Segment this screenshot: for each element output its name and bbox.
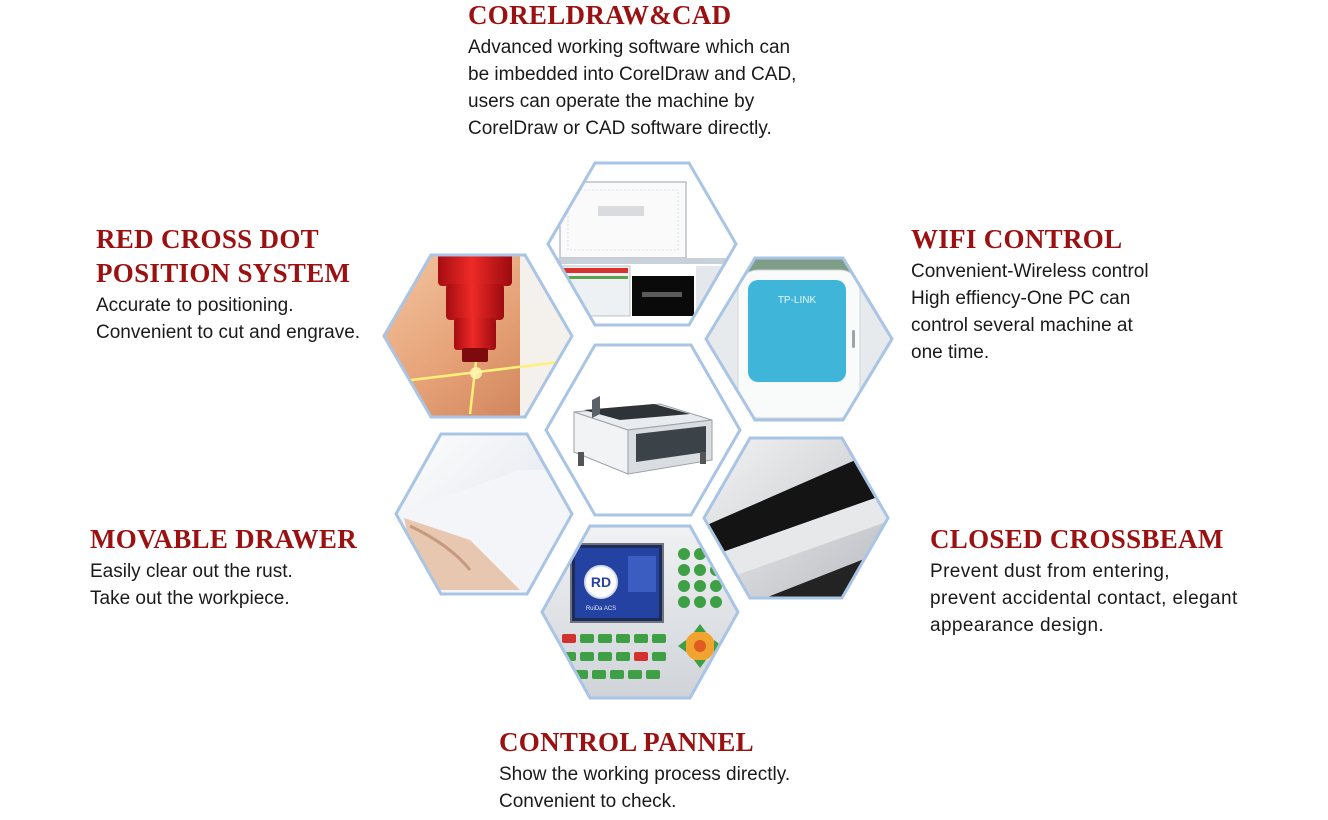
feature-line: prevent accidental contact, elegant: [930, 588, 1238, 609]
laser-machine-image: [544, 343, 742, 517]
feature-line: Convenient to cut and engrave.: [96, 322, 361, 343]
feature-wifi-control: WIFI CONTROL Convenient-Wireless control…: [911, 222, 1149, 366]
feature-title: MOVABLE DRAWER: [90, 524, 357, 554]
feature-line: one time.: [911, 342, 990, 363]
red-laser-head-image: [382, 253, 574, 419]
feature-line: appearance design.: [930, 615, 1105, 636]
feature-title: WIFI CONTROL: [911, 224, 1123, 254]
feature-line: be imbedded into CorelDraw and CAD,: [468, 64, 797, 85]
router-brand-label: TP-LINK: [778, 295, 817, 306]
screen-sub-text: RuiDa ACS: [586, 606, 616, 612]
feature-line: Prevent dust from entering,: [930, 561, 1170, 582]
feature-title-line: RED CROSS DOT: [96, 224, 319, 254]
feature-line: Show the working process directly.: [499, 764, 791, 785]
feature-title: CORELDRAW&CAD: [468, 0, 732, 30]
feature-line: Advanced working software which can: [468, 37, 791, 58]
feature-description: Advanced working software which can be i…: [468, 34, 796, 142]
screen-logo-text: RD: [591, 574, 611, 590]
feature-description: Show the working process directly. Conve…: [499, 761, 790, 815]
feature-title: CONTROL PANNEL: [499, 727, 754, 757]
feature-line: Easily clear out the rust.: [90, 561, 293, 582]
feature-coreldraw-cad: CORELDRAW&CAD Advanced working software …: [468, 0, 796, 142]
feature-description: Accurate to positioning. Convenient to c…: [96, 292, 360, 346]
feature-line: High effiency-One PC can: [911, 288, 1131, 309]
feature-line: Accurate to positioning.: [96, 295, 294, 316]
control-panel-image: RD RuiDa ACS: [540, 524, 740, 700]
wifi-router-image: TP-LINK: [704, 256, 894, 422]
feature-line: Convenient-Wireless control: [911, 261, 1149, 282]
feature-red-cross-dot: RED CROSS DOT POSITION SYSTEM Accurate t…: [96, 222, 360, 346]
closed-crossbeam-image: [702, 436, 890, 600]
feature-description: Prevent dust from entering, prevent acci…: [930, 558, 1238, 639]
movable-drawer-image: [394, 432, 574, 596]
feature-description: Easily clear out the rust. Take out the …: [90, 558, 357, 612]
feature-line: Convenient to check.: [499, 791, 677, 812]
feature-line: control several machine at: [911, 315, 1133, 336]
feature-title: RED CROSS DOT POSITION SYSTEM: [96, 222, 360, 290]
feature-description: Convenient-Wireless control High effienc…: [911, 258, 1149, 366]
feature-line: CorelDraw or CAD software directly.: [468, 118, 772, 139]
feature-line: users can operate the machine by: [468, 91, 755, 112]
feature-closed-crossbeam: CLOSED CROSSBEAM Prevent dust from enter…: [930, 522, 1238, 639]
feature-title: CLOSED CROSSBEAM: [930, 524, 1224, 554]
feature-title-line: POSITION SYSTEM: [96, 258, 351, 288]
feature-line: Take out the workpiece.: [90, 588, 290, 609]
feature-movable-drawer: MOVABLE DRAWER Easily clear out the rust…: [90, 522, 357, 612]
feature-control-panel: CONTROL PANNEL Show the working process …: [499, 725, 790, 815]
coreldraw-software-image: [546, 161, 738, 327]
